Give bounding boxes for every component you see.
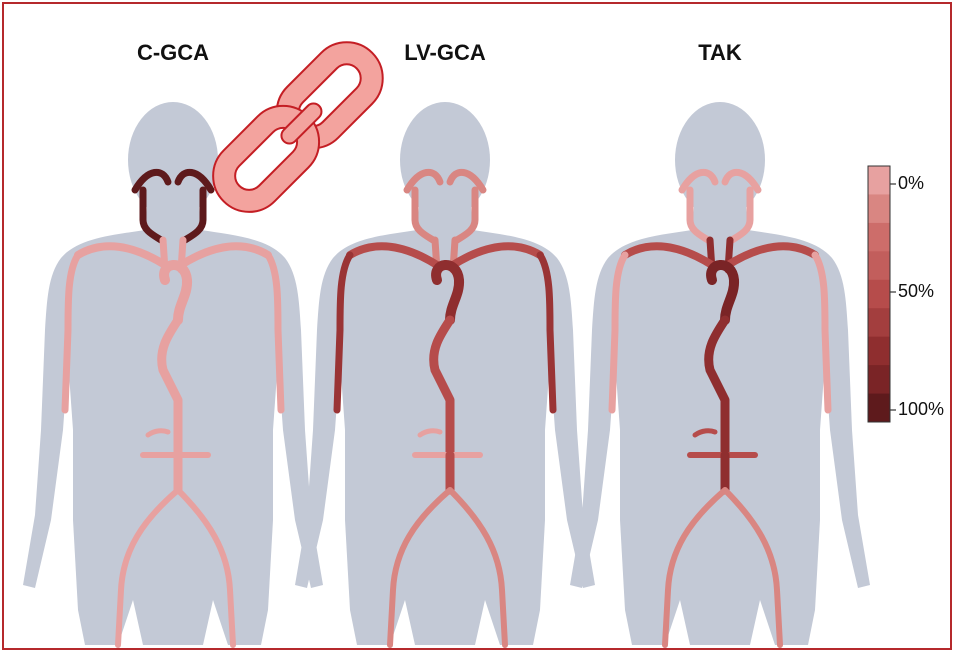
panel-title: TAK <box>698 40 742 66</box>
colorbar-segment <box>868 337 890 366</box>
chain-link-icon <box>198 27 397 226</box>
colorbar-label: 0% <box>898 173 924 194</box>
colorbar-segment <box>868 194 890 223</box>
body-figure-2 <box>295 102 595 645</box>
colorbar-label: 100% <box>898 399 944 420</box>
colorbar-segment <box>868 308 890 337</box>
colorbar-label: 50% <box>898 281 934 302</box>
colorbar-segment <box>868 365 890 394</box>
colorbar-segment <box>868 394 890 423</box>
panel-title: C-GCA <box>137 40 209 66</box>
colorbar-segment <box>868 223 890 252</box>
colorbar-legend <box>868 166 896 423</box>
body-figure-3 <box>570 102 870 645</box>
colorbar-segment <box>868 251 890 280</box>
panel-title: LV-GCA <box>404 40 485 66</box>
colorbar-segment <box>868 280 890 309</box>
colorbar-segment <box>868 166 890 195</box>
